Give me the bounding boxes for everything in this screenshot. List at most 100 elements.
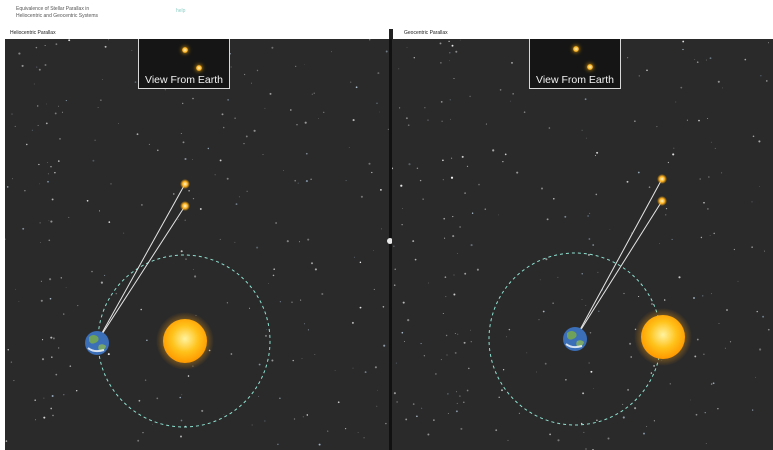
star-icon bbox=[587, 64, 593, 70]
background-star bbox=[51, 198, 54, 201]
background-star bbox=[457, 333, 459, 335]
heliocentric-panel[interactable]: View From Earth bbox=[5, 39, 389, 450]
background-star bbox=[13, 380, 15, 382]
background-star bbox=[393, 392, 396, 395]
background-star bbox=[221, 113, 224, 116]
background-star bbox=[249, 307, 251, 309]
background-star bbox=[192, 269, 194, 270]
background-star bbox=[100, 99, 102, 101]
sun-icon[interactable] bbox=[641, 315, 685, 359]
background-star bbox=[235, 203, 238, 206]
background-star bbox=[144, 379, 147, 381]
help-link[interactable]: help bbox=[176, 8, 186, 14]
background-star bbox=[157, 149, 159, 152]
background-star bbox=[446, 354, 448, 356]
background-star bbox=[104, 274, 106, 276]
background-star bbox=[54, 112, 57, 115]
background-star bbox=[43, 397, 45, 399]
earth-icon bbox=[563, 327, 587, 351]
background-star bbox=[387, 128, 389, 131]
background-star bbox=[703, 353, 705, 355]
background-star bbox=[463, 401, 465, 403]
background-star bbox=[35, 46, 38, 49]
background-star bbox=[377, 72, 380, 75]
background-star bbox=[337, 401, 340, 404]
background-star bbox=[49, 297, 52, 300]
background-star bbox=[321, 292, 324, 296]
geocentric-panel-label: Geocentric Parallax bbox=[404, 30, 448, 36]
background-star bbox=[223, 414, 225, 415]
geocentric-panel[interactable]: View From Earth bbox=[392, 39, 773, 450]
inset-caption: View From Earth bbox=[536, 74, 614, 86]
background-star bbox=[552, 302, 554, 304]
background-star bbox=[464, 192, 466, 194]
background-star bbox=[18, 301, 20, 302]
background-star bbox=[464, 272, 467, 275]
background-star bbox=[710, 293, 712, 295]
background-star bbox=[58, 105, 59, 107]
background-star bbox=[451, 44, 454, 47]
background-star bbox=[622, 403, 624, 405]
background-star bbox=[523, 111, 526, 113]
background-star bbox=[584, 98, 587, 101]
background-star bbox=[258, 395, 260, 397]
background-star bbox=[499, 89, 502, 91]
background-star bbox=[581, 273, 583, 275]
background-star bbox=[305, 152, 308, 155]
background-star bbox=[484, 208, 487, 210]
background-star bbox=[364, 371, 367, 374]
background-star bbox=[327, 430, 329, 432]
app-title: Equivalence of Stellar Parallax in Helio… bbox=[16, 6, 146, 20]
background-star bbox=[638, 75, 640, 77]
background-star bbox=[440, 62, 442, 64]
background-star bbox=[442, 159, 444, 162]
background-star bbox=[414, 258, 417, 261]
background-star bbox=[37, 105, 39, 107]
background-star bbox=[658, 243, 660, 244]
background-star bbox=[565, 378, 567, 381]
earth-icon[interactable] bbox=[85, 331, 109, 355]
background-star bbox=[179, 435, 183, 438]
background-star bbox=[646, 425, 648, 427]
background-star bbox=[12, 178, 13, 180]
background-star bbox=[68, 216, 70, 218]
background-star bbox=[383, 344, 386, 347]
background-star bbox=[712, 382, 715, 385]
background-star bbox=[744, 58, 747, 61]
background-star bbox=[507, 439, 509, 441]
background-star bbox=[148, 143, 150, 145]
divider-handle[interactable] bbox=[387, 238, 393, 244]
sight-line-2 bbox=[96, 205, 186, 343]
background-star bbox=[376, 405, 378, 407]
starfield bbox=[392, 39, 770, 450]
background-star bbox=[164, 89, 166, 91]
background-star bbox=[34, 399, 36, 401]
background-star bbox=[485, 123, 487, 125]
background-star bbox=[453, 293, 456, 296]
background-star bbox=[97, 106, 99, 108]
background-star bbox=[222, 126, 225, 129]
background-star bbox=[348, 147, 350, 149]
panel-divider[interactable] bbox=[389, 39, 392, 450]
background-star bbox=[423, 355, 425, 357]
background-star bbox=[581, 299, 583, 300]
background-star bbox=[471, 212, 474, 214]
background-star bbox=[755, 376, 757, 378]
star-icon bbox=[180, 201, 190, 211]
background-star bbox=[596, 151, 599, 154]
background-star bbox=[57, 160, 60, 162]
background-star bbox=[39, 222, 41, 224]
background-star bbox=[764, 250, 766, 252]
background-star bbox=[43, 416, 46, 419]
background-star bbox=[40, 241, 41, 243]
background-star bbox=[134, 81, 137, 83]
background-star bbox=[508, 328, 511, 331]
background-star bbox=[345, 180, 347, 182]
background-star bbox=[307, 238, 310, 241]
background-star bbox=[65, 100, 67, 102]
background-star bbox=[277, 443, 279, 446]
background-star bbox=[47, 173, 49, 175]
background-star bbox=[656, 126, 658, 128]
background-star bbox=[40, 299, 43, 302]
background-star bbox=[299, 241, 300, 243]
